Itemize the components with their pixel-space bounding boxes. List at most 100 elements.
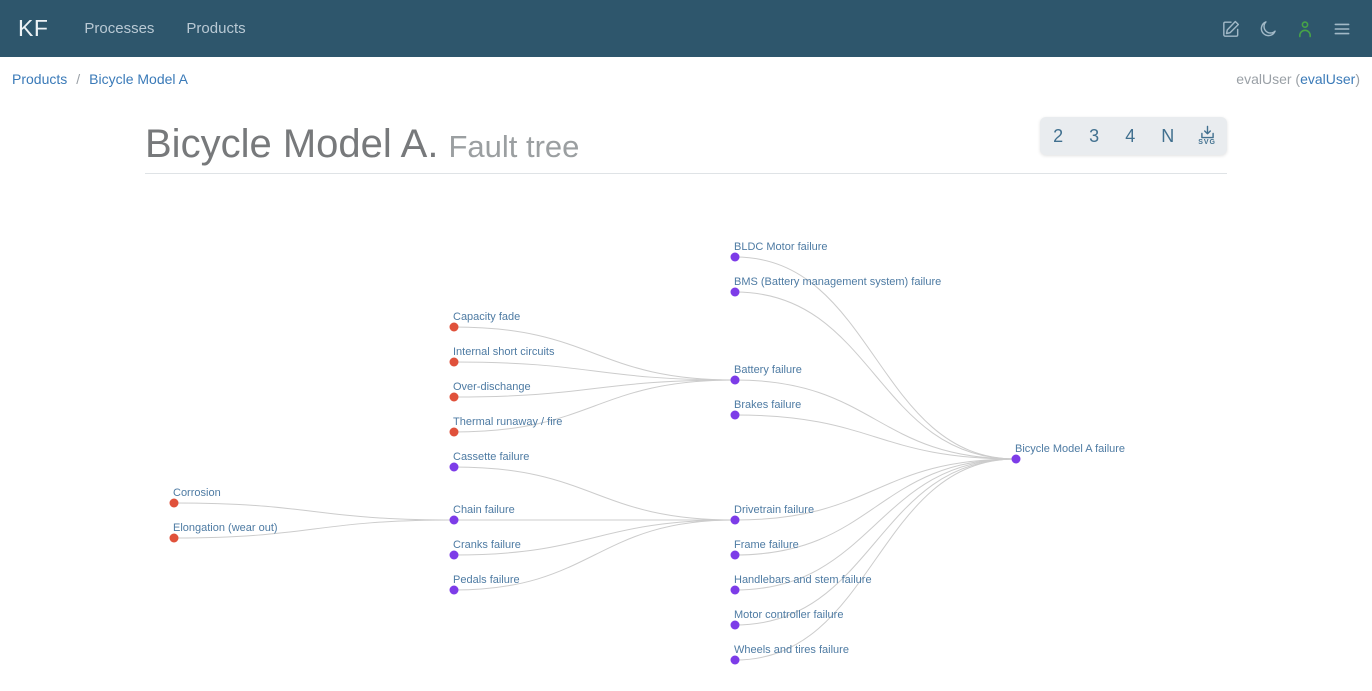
cause-node-dot[interactable] (449, 322, 459, 332)
depth-button-n[interactable]: N (1148, 117, 1187, 155)
tree-edge (453, 361, 736, 381)
tree-edge (453, 326, 736, 381)
page-title: Bicycle Model A. (145, 122, 439, 166)
tree-node-handlebars-and-stem-failure[interactable]: Handlebars and stem failure (730, 574, 872, 595)
failure-node-dot[interactable] (449, 550, 459, 560)
failure-node-dot[interactable] (730, 655, 740, 665)
tree-node-label: Motor controller failure (734, 609, 843, 621)
tree-node-cranks-failure[interactable]: Cranks failure (449, 539, 521, 560)
tree-node-battery-failure[interactable]: Battery failure (730, 364, 802, 385)
tree-node-wheels-and-tires-failure[interactable]: Wheels and tires failure (730, 644, 849, 665)
tree-node-over-dischange[interactable]: Over-dischange (449, 381, 531, 402)
tree-node-bldc-motor-failure[interactable]: BLDC Motor failure (730, 241, 828, 262)
tree-node-corrosion[interactable]: Corrosion (169, 487, 221, 508)
download-svg-button[interactable]: SVG (1187, 117, 1227, 155)
tree-edge (734, 458, 1017, 661)
tree-node-pedals-failure[interactable]: Pedals failure (449, 574, 520, 595)
failure-node-dot[interactable] (449, 462, 459, 472)
tree-node-label: BLDC Motor failure (734, 241, 828, 253)
failure-node-dot[interactable] (449, 585, 459, 595)
tree-node-drivetrain-failure[interactable]: Drivetrain failure (730, 504, 815, 525)
tree-node-label: Thermal runaway / fire (453, 416, 562, 428)
tree-edge (173, 519, 455, 539)
tree-node-chain-failure[interactable]: Chain failure (449, 504, 515, 525)
brand-logo[interactable]: KF (18, 15, 49, 41)
breadcrumb-separator: / (76, 71, 81, 87)
tree-node-label: Frame failure (734, 539, 799, 551)
user-icon[interactable] (1293, 17, 1317, 41)
tree-node-thermal-runaway-fire[interactable]: Thermal runaway / fire (449, 416, 563, 437)
fault-tree-diagram: Bicycle Model A failure BLDC Motor failur… (169, 241, 1126, 665)
page-subtitle: Fault tree (448, 129, 580, 164)
tree-node-internal-short-circuits[interactable]: Internal short circuits (449, 346, 555, 367)
tree-node-frame-failure[interactable]: Frame failure (730, 539, 799, 560)
tree-node-label: Corrosion (173, 487, 221, 499)
failure-node-dot[interactable] (449, 515, 459, 525)
failure-node-dot[interactable] (730, 550, 740, 560)
failure-node-dot[interactable] (730, 410, 740, 420)
tree-node-label: Brakes failure (734, 399, 801, 411)
tree-node-bicycle-model-a-failure[interactable]: Bicycle Model A failure (1011, 443, 1126, 464)
depth-button-2[interactable]: 2 (1040, 117, 1076, 155)
tree-node-brakes-failure[interactable]: Brakes failure (730, 399, 802, 420)
tree-node-capacity-fade[interactable]: Capacity fade (449, 311, 521, 332)
failure-node-dot[interactable] (730, 375, 740, 385)
user-link[interactable]: evalUser (1300, 71, 1356, 87)
tree-edge (734, 458, 1017, 556)
tree-edge (453, 379, 736, 433)
failure-node-dot[interactable] (730, 287, 740, 297)
tree-edge (734, 291, 1017, 460)
failure-node-dot[interactable] (730, 585, 740, 595)
failure-node-dot[interactable] (730, 252, 740, 262)
download-icon (1200, 125, 1214, 139)
nav-item-processes[interactable]: Processes (84, 20, 155, 37)
cause-node-dot[interactable] (449, 357, 459, 367)
tree-node-label: Internal short circuits (453, 346, 555, 358)
nav-item-products[interactable]: Products (186, 20, 246, 37)
edit-icon[interactable] (1219, 17, 1243, 41)
failure-node-dot[interactable] (730, 515, 740, 525)
cause-node-dot[interactable] (449, 392, 459, 402)
tree-edge (173, 502, 455, 521)
depth-button-4[interactable]: 4 (1112, 117, 1148, 155)
tree-node-label: Over-dischange (453, 381, 531, 393)
depth-button-3[interactable]: 3 (1076, 117, 1112, 155)
dark-mode-icon[interactable] (1256, 17, 1280, 41)
cause-node-dot[interactable] (169, 533, 179, 543)
header-divider (145, 173, 1227, 174)
tree-node-motor-controller-failure[interactable]: Motor controller failure (730, 609, 844, 630)
tree-node-bms-battery-management-system-failure[interactable]: BMS (Battery management system) failure (730, 276, 942, 297)
cause-node-dot[interactable] (169, 498, 179, 508)
user-prefix: evalUser ( (1236, 71, 1301, 87)
tree-edge (453, 519, 736, 556)
page-title-group: Bicycle Model A. Fault tree (145, 115, 579, 173)
tree-node-label: Elongation (wear out) (173, 522, 278, 534)
tree-node-label: Chain failure (453, 504, 515, 516)
failure-node-dot[interactable] (1011, 454, 1021, 464)
tree-node-elongation-wear-out[interactable]: Elongation (wear out) (169, 522, 278, 543)
tree-edge (734, 414, 1017, 460)
tree-edge (453, 519, 736, 591)
tree-node-label: Battery failure (734, 364, 802, 376)
tree-node-label: Drivetrain failure (734, 504, 814, 516)
tree-node-label: Wheels and tires failure (734, 644, 849, 656)
tree-node-cassette-failure[interactable]: Cassette failure (449, 451, 530, 472)
tree-node-label: Pedals failure (453, 574, 520, 586)
menu-icon[interactable] (1330, 17, 1354, 41)
tree-node-label: Capacity fade (453, 311, 520, 323)
tree-node-label: Bicycle Model A failure (1015, 443, 1125, 455)
navbar-actions (1219, 17, 1354, 41)
fault-tree-area: Bicycle Model A failure BLDC Motor failur… (145, 174, 1227, 691)
tree-edge (734, 256, 1017, 460)
cause-node-dot[interactable] (449, 427, 459, 437)
failure-node-dot[interactable] (730, 620, 740, 630)
top-navbar: KF Processes Products (0, 0, 1372, 57)
tree-edge (734, 458, 1017, 626)
breadcrumb-products[interactable]: Products (12, 71, 68, 87)
breadcrumb-bicycle-model-a[interactable]: Bicycle Model A (89, 71, 188, 87)
tree-edge (453, 466, 736, 521)
tree-node-label: Cranks failure (453, 539, 521, 551)
